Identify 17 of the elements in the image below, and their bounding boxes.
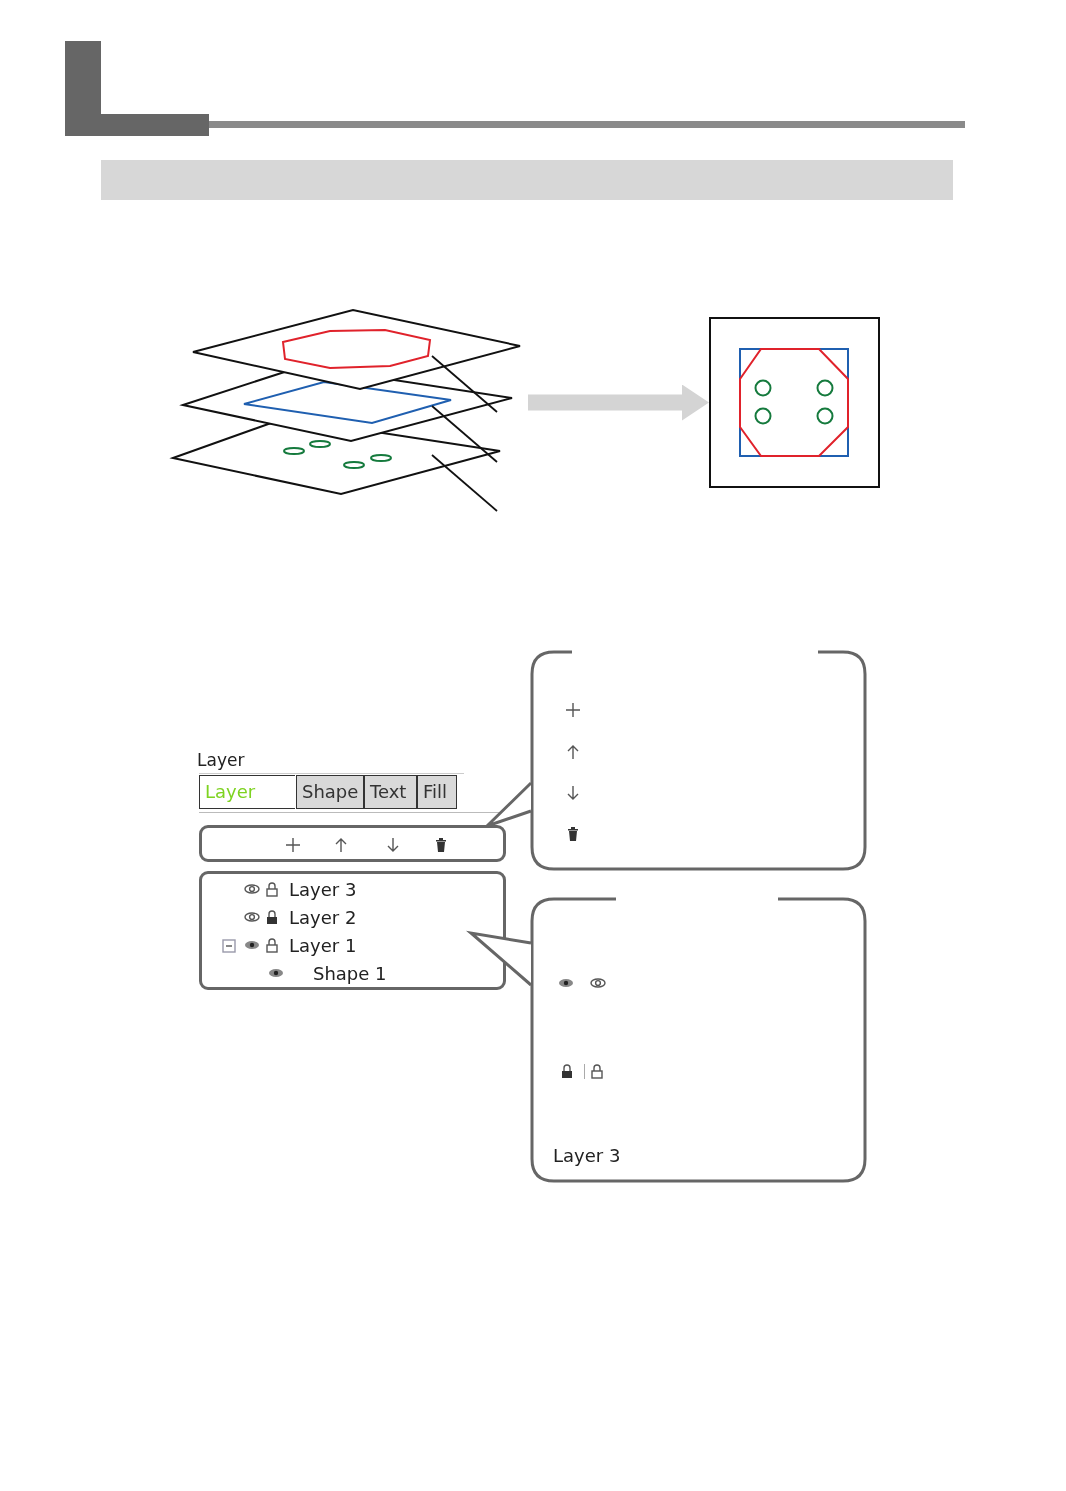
list-frame [199, 871, 506, 990]
tab: Text [364, 775, 417, 809]
layer-name: Layer 3 [289, 880, 357, 900]
tab: Shape [296, 775, 364, 809]
callout-bubble [530, 897, 867, 1183]
layer-name: Layer 3 [553, 1146, 621, 1166]
callout-pointer [485, 781, 533, 828]
layer-name: Shape 1 [313, 964, 387, 984]
arrow [528, 384, 709, 421]
layer-name: Layer 1 [289, 936, 357, 956]
toolbar-frame [199, 825, 506, 862]
tab: Fill [417, 775, 457, 809]
layer-name: Layer 2 [289, 908, 357, 928]
callout-pointer [466, 930, 533, 987]
callout-bubble [530, 650, 867, 871]
tab: Layer [199, 775, 295, 809]
panel-title: Layer [197, 750, 245, 770]
